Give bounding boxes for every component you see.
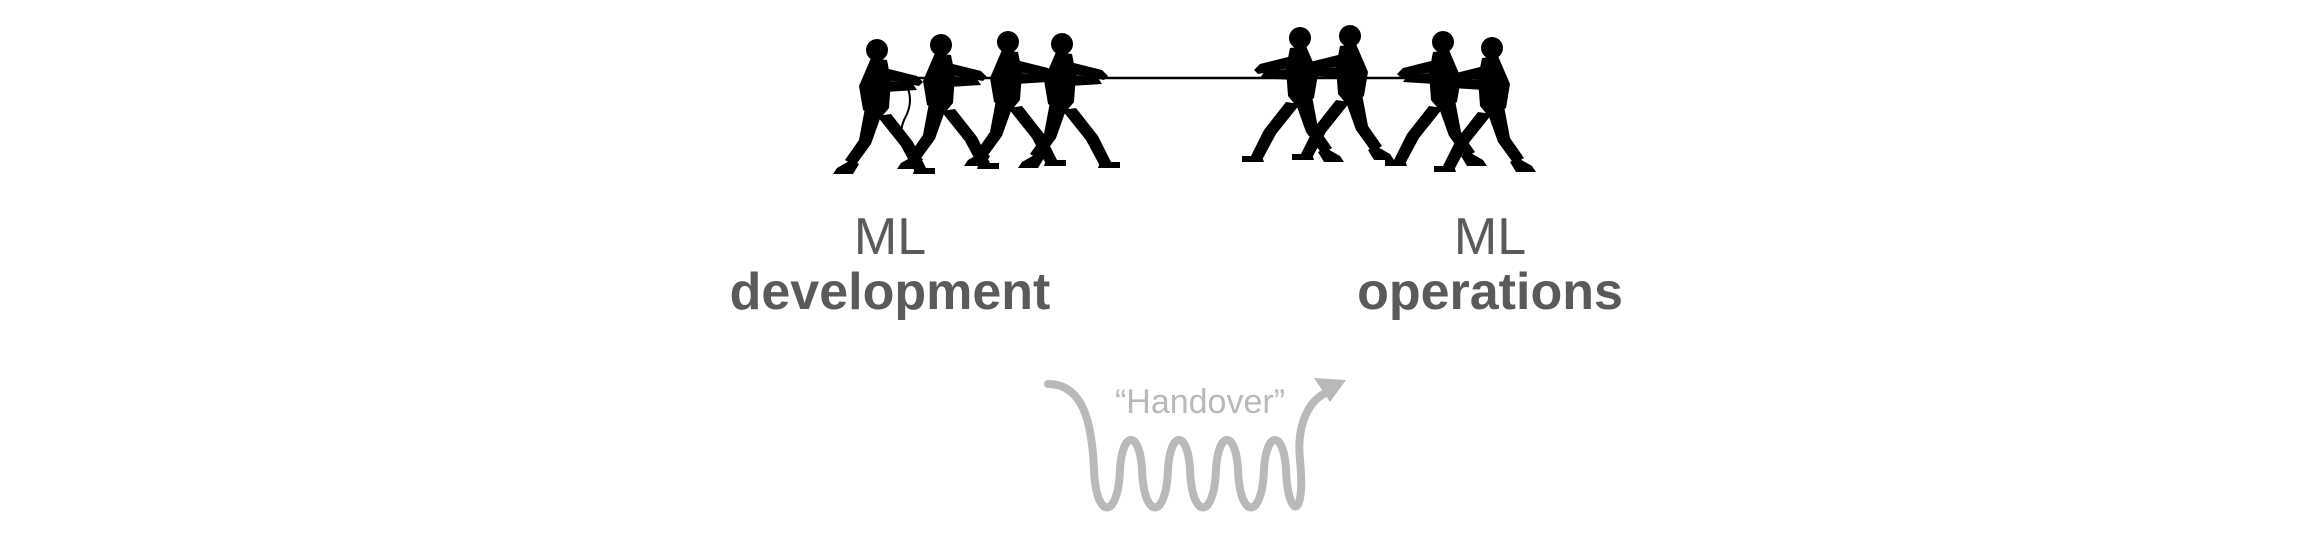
handover-label: “Handover”	[1114, 383, 1286, 421]
ops-label-line2: operations	[1357, 262, 1623, 321]
person-silhouette-icon	[1018, 33, 1120, 168]
rope-tail	[900, 81, 911, 151]
squiggly-arrow-icon	[1044, 380, 1332, 512]
left-team-silhouettes	[833, 31, 1120, 174]
ml-operations-label: ML operations	[1290, 210, 1690, 319]
person-silhouette-icon	[1385, 31, 1487, 166]
arrow-head	[1314, 378, 1346, 402]
dev-label-line1: ML	[853, 208, 927, 266]
ops-label-line1: ML	[1453, 208, 1527, 266]
dev-label-line2: development	[729, 262, 1051, 321]
ml-development-label: ML development	[690, 210, 1090, 319]
right-team-silhouettes	[1242, 25, 1536, 172]
person-silhouette-icon	[1242, 27, 1344, 162]
